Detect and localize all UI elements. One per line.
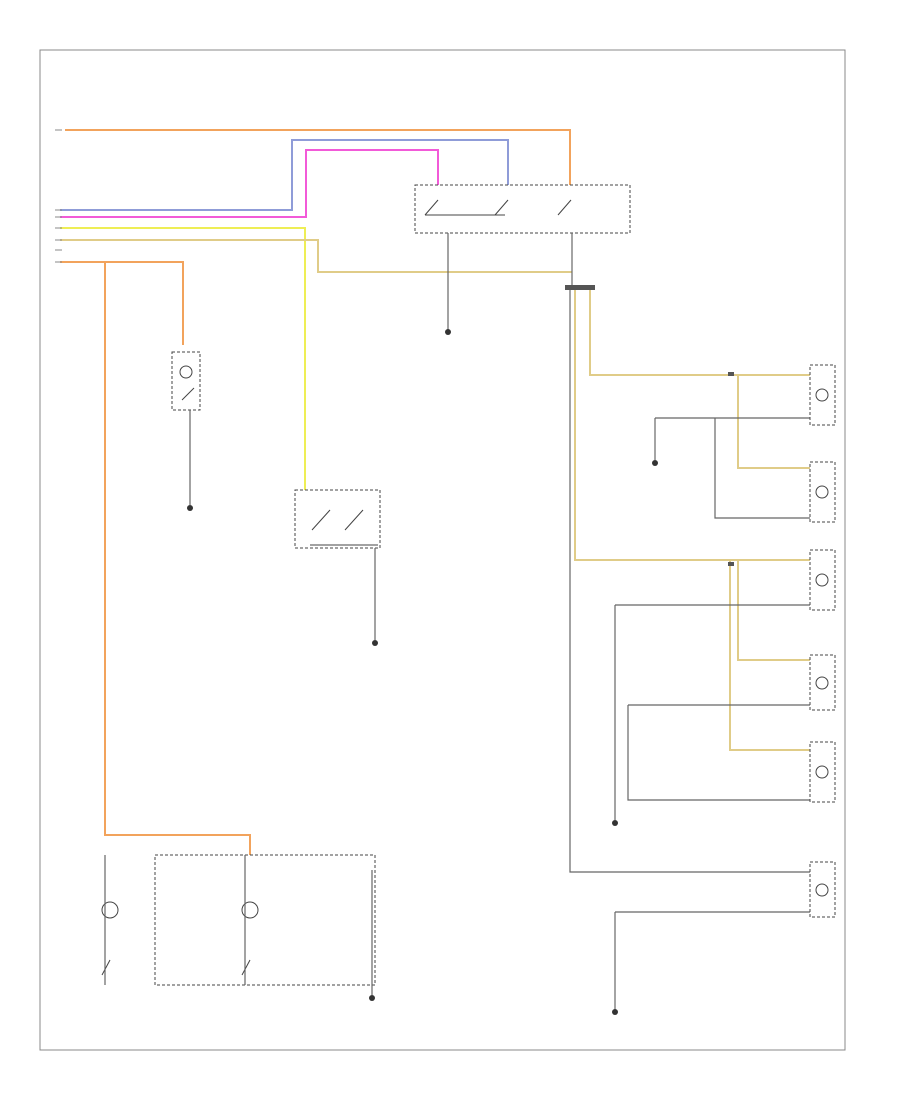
wire-blue-top xyxy=(60,139,509,211)
ground-symbol-g5 xyxy=(187,505,193,511)
bottom-harness-box xyxy=(154,854,376,986)
connector-markers xyxy=(565,285,734,566)
wire-orange-left-trunk xyxy=(104,262,251,855)
wire-tan-top xyxy=(60,239,572,273)
vanity-lamp-switch xyxy=(181,387,195,401)
right-lamp-housings xyxy=(809,364,836,918)
wire-pink-top xyxy=(60,149,439,218)
switch-contacts-top xyxy=(424,199,572,216)
bottom-lamp-switches xyxy=(101,959,251,976)
ground-symbol-g7 xyxy=(369,995,375,1001)
headlight-switch-box xyxy=(414,184,631,234)
center-switch-box xyxy=(294,489,381,549)
ground-symbol-g3 xyxy=(612,820,618,826)
vanity-lamp-box xyxy=(171,351,201,411)
bottom-wires xyxy=(104,855,373,995)
bottom-lamp-bulbs xyxy=(101,901,259,919)
wire-orange-left xyxy=(60,261,184,345)
left-connector-pins xyxy=(55,129,62,263)
wire-yellow-top xyxy=(60,227,306,490)
wire-orange-top xyxy=(65,129,571,185)
ground-symbol-g2 xyxy=(652,460,658,466)
ground-wires-right xyxy=(569,290,810,1010)
vanity-lamp-bulb xyxy=(179,365,193,379)
ground-symbol-g6 xyxy=(372,640,378,646)
ground-symbol-g1 xyxy=(445,329,451,335)
center-switch-contacts xyxy=(310,509,378,546)
right-lamp-bulbs xyxy=(815,388,829,897)
diagram-border xyxy=(39,49,846,1051)
ground-symbol-g4 xyxy=(612,1009,618,1015)
tan-harness-right xyxy=(574,290,810,751)
